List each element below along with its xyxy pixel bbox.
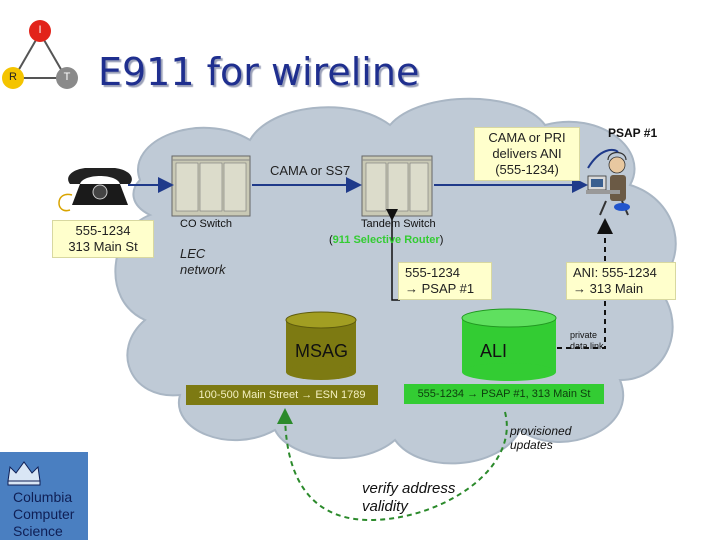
irt-logo-letter-r: R [9, 71, 17, 83]
msag-database [285, 311, 357, 380]
provisioned-updates-label: provisioned updates [510, 424, 571, 452]
routing-result-box: 555-1234 → PSAP #1 [398, 262, 492, 300]
telephone-icon [58, 168, 132, 212]
provisioned-line-1: provisioned [510, 424, 572, 438]
ali-database [461, 308, 557, 381]
columbia-logo: Columbia Computer Science [0, 452, 88, 540]
caller-number: 555-1234 [75, 223, 131, 238]
crown-icon [7, 461, 41, 486]
ani-address: → 313 Main [573, 281, 644, 296]
verify-address-label: verify address validity [362, 480, 455, 516]
psap-label: PSAP #1 [608, 126, 658, 140]
ali-label: ALI [480, 341, 508, 361]
ali-record: 555-1234 → PSAP #1, 313 Main St [404, 384, 604, 404]
cama-pri-box: CAMA or PRI delivers ANI (555-1234) [474, 127, 580, 181]
msag-label: MSAG [295, 341, 349, 361]
co-switch-label: CO Switch [180, 218, 232, 230]
cama-pri-line-3: (555-1234) [495, 162, 559, 177]
private-line-1: private [570, 330, 598, 340]
lec-network-label: LEC network [180, 246, 226, 278]
slide-title: E911 for wireline [98, 50, 420, 94]
msag-record: 100-500 Main Street → ESN 1789 [186, 385, 378, 405]
institution-line-1: Columbia [13, 489, 73, 505]
irt-logo-letter-i: I [38, 24, 42, 36]
co-switch-rack [171, 155, 251, 217]
irt-logo-letter-t: T [63, 71, 71, 83]
ani-box: ANI: 555-1234 → 313 Main [566, 262, 676, 300]
institution-line-3: Science [13, 523, 63, 539]
verify-line-2: validity [362, 498, 408, 515]
private-line-2: data link [570, 341, 604, 351]
caller-info-box: 555-1234 313 Main St [52, 220, 154, 258]
provisioned-line-2: updates [510, 438, 553, 452]
cama-pri-line-1: CAMA or PRI [488, 130, 566, 145]
ani-number: ANI: 555-1234 [573, 265, 657, 280]
columbia-text: Columbia Computer Science [13, 489, 74, 540]
cama-pri-line-2: delivers ANI [492, 146, 562, 161]
private-link-label: private data link [570, 330, 604, 352]
lec-line-1: LEC [180, 246, 206, 261]
caller-address: 313 Main St [68, 239, 138, 254]
tandem-switch-rack [361, 155, 433, 217]
irt-logo [2, 20, 78, 89]
route-number: 555-1234 [405, 265, 460, 280]
lec-line-2: network [180, 262, 226, 277]
institution-line-2: Computer [13, 506, 75, 522]
selective-router-text: 911 Selective Router [332, 234, 440, 246]
selective-router-label: (911 Selective Router) [329, 234, 444, 246]
cama-ss7-label: CAMA or SS7 [270, 163, 351, 178]
route-target: → PSAP #1 [405, 281, 475, 296]
verify-line-1: verify address [362, 480, 456, 497]
tandem-switch-label: Tandem Switch [361, 218, 436, 230]
psap-operator-icon [586, 151, 630, 216]
